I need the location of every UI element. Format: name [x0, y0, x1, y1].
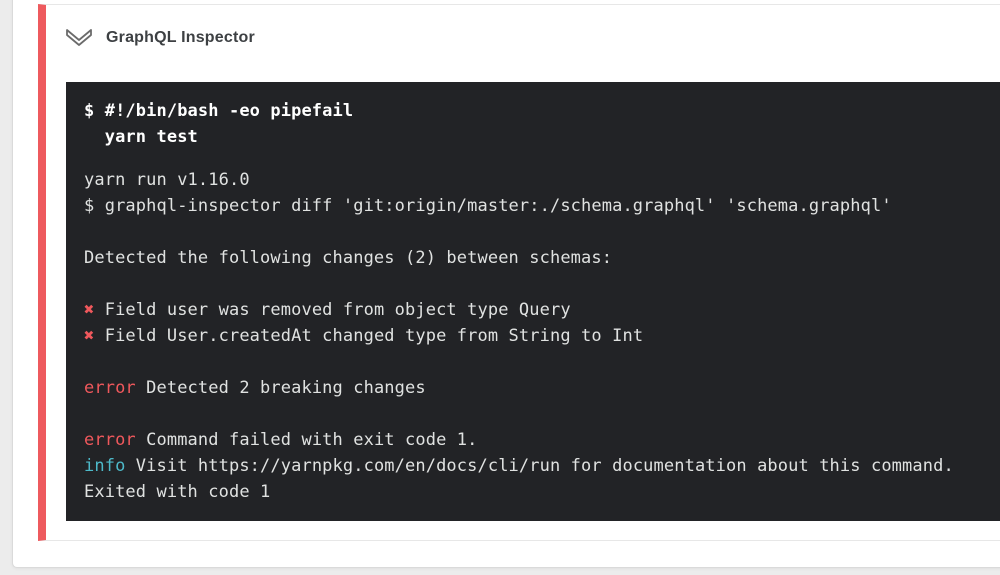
terminal-line: ✖ Field user was removed from object typ…	[84, 300, 571, 320]
terminal-command-line: $ #!/bin/bash -eo pipefail	[84, 101, 354, 121]
terminal-line: error Command failed with exit code 1.	[84, 430, 478, 450]
terminal-output: yarn run v1.16.0 $ graphql-inspector diff…	[84, 167, 1000, 505]
terminal-line: Detected the following changes (2) betwe…	[84, 248, 613, 268]
info-label: info	[84, 456, 126, 476]
error-label: error	[84, 430, 136, 450]
terminal-line	[84, 349, 1000, 375]
terminal-commands: $ #!/bin/bash -eo pipefail yarn test	[84, 98, 1000, 150]
collapse-double-chevron-icon[interactable]	[65, 26, 93, 49]
step-title: GraphQL Inspector	[106, 28, 255, 46]
terminal-line: yarn run v1.16.0	[84, 170, 250, 190]
build-output-card: GraphQL Inspector $ #!/bin/bash -eo pipe…	[12, 0, 1000, 568]
terminal-line	[84, 401, 1000, 427]
terminal-line: error Detected 2 breaking changes	[84, 378, 426, 398]
terminal-line: info Visit https://yarnpkg.com/en/docs/c…	[84, 456, 954, 476]
step-header[interactable]: GraphQL Inspector	[46, 5, 1000, 49]
terminal-line: $ graphql-inspector diff 'git:origin/mas…	[84, 196, 892, 216]
terminal-line	[84, 219, 1000, 245]
terminal-line: ✖ Field User.createdAt changed type from…	[84, 326, 644, 346]
terminal-line: Exited with code 1	[84, 482, 271, 502]
breaking-change-cross-icon: ✖	[84, 300, 95, 320]
terminal-output-panel: $ #!/bin/bash -eo pipefail yarn test yar…	[66, 82, 1000, 521]
terminal-line	[84, 271, 1000, 297]
terminal-command-line: yarn test	[84, 127, 198, 147]
build-step-graphql-inspector: GraphQL Inspector $ #!/bin/bash -eo pipe…	[38, 4, 1000, 541]
error-label: error	[84, 378, 136, 398]
breaking-change-cross-icon: ✖	[84, 326, 95, 346]
